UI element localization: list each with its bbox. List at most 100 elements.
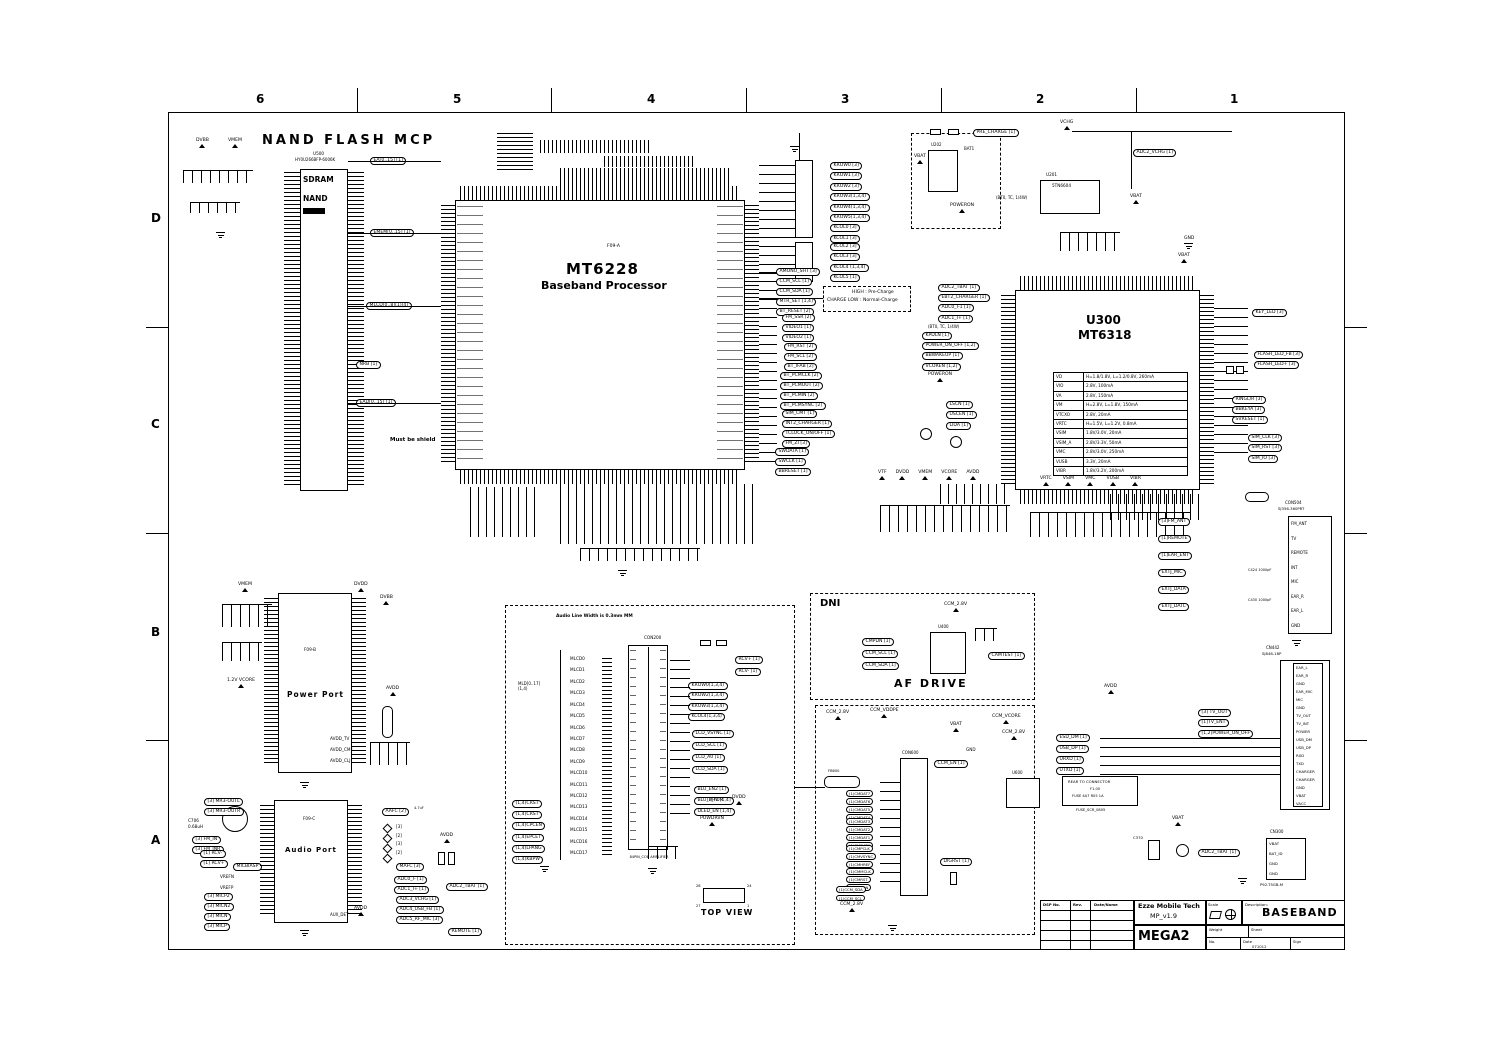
switch-diamonds [382, 823, 393, 863]
power-flag: AVDD [966, 470, 979, 480]
grid-tick [357, 88, 358, 112]
power-flag: VTF [878, 470, 887, 480]
net-callout: SWCLK [1] [775, 458, 807, 466]
version: MP_v1.9 [1150, 912, 1177, 920]
audio-callouts: [3] MICP2[3] MICN2[3] MICN[3] MICP [204, 893, 234, 931]
tb-company-cell [1134, 900, 1206, 925]
wire-bundle [670, 660, 690, 818]
net-callout: [3] MICP [204, 923, 231, 931]
pin-label: AVDD_CM1 [330, 747, 354, 753]
pin-field [604, 156, 694, 167]
net-callout: KCOL0 [3] [830, 224, 861, 233]
cpu-subtitle: Baseband Processor [541, 279, 667, 292]
switch-node [382, 833, 393, 843]
wire [348, 403, 441, 404]
fuse-box [1062, 776, 1138, 806]
net-callout: FM_RST [2] [784, 343, 817, 351]
resistor [700, 640, 711, 646]
net-callout: CCM_EN [1] [934, 760, 968, 768]
pin-label: BAT_ID [1269, 851, 1283, 856]
cap-note: C430 1000pF [1248, 598, 1272, 602]
pin-field [284, 172, 300, 488]
table-cell: VD [1054, 373, 1084, 382]
net-callout: RCV- [1] [735, 668, 761, 676]
net-callout: RINGL/R [3] [1232, 396, 1266, 404]
grid-col-label: 6 [256, 92, 265, 106]
keypad-callouts: KCOL2 [3]KCOL3 [3]KCOL4 (1,3,4)KCOL5 [1] [830, 243, 869, 283]
tb-header: DSP No. [1043, 902, 1061, 907]
power-flag: VSIM [1063, 476, 1074, 486]
tb-line [1290, 937, 1291, 950]
power-flag: AVDD [440, 833, 453, 843]
net-callout: (1,4)CRST [512, 811, 543, 820]
net-callout: DIGRST [1] [940, 858, 973, 866]
pin-label: MIC [1291, 579, 1299, 584]
pin-field [348, 805, 362, 917]
table-cell: VSIM [1054, 429, 1084, 438]
power-flag: CCM_2.8V [840, 902, 863, 912]
power-flag: VBAT [1172, 816, 1184, 826]
power-flag: VUSB [1106, 476, 1119, 486]
charger-ic [1040, 180, 1100, 214]
ic-part: 5TN6604 [1052, 183, 1072, 188]
transistor [920, 428, 932, 440]
signal-label: MLCD10 [570, 770, 588, 776]
signal-label: MLCD0 [570, 656, 585, 661]
table-cell: VSIM_A [1054, 438, 1084, 448]
switch-refs: [3][2][3][2] [396, 824, 402, 855]
wire-bundle [759, 165, 795, 277]
net-callout: CMPDN [1] [862, 638, 894, 646]
net-callout: KROW5(1,3,4) [830, 213, 870, 222]
pin-label: USB_DP [1296, 745, 1311, 750]
af-drive-label: AF DRIVE [894, 677, 968, 690]
net-callout: SVRESET [1] [1232, 416, 1268, 424]
net-callout: BT_IFAB [2] [784, 363, 818, 371]
table-cell: H=1.8/1.8V, L=1.2/0.8V, 260mA [1086, 374, 1154, 379]
inductor [1245, 492, 1269, 502]
grid-row-label: B [151, 625, 161, 639]
titleblock-left [1040, 900, 1134, 950]
net-callout: (1)CMRST [846, 876, 871, 883]
power-flag: VRTC [1040, 476, 1052, 486]
signal-label: MLCD16 [570, 838, 588, 844]
switch-node [382, 853, 393, 863]
net-callout: ADC0_I-1 [1] [938, 304, 975, 313]
pin-field [260, 805, 274, 917]
gnd-symbol [216, 232, 225, 238]
table-cell: 2.8V/3.0V, 250mA [1086, 449, 1125, 455]
date-value: 071012 [1252, 944, 1267, 949]
table-cell: 2.8V, 20mA [1086, 411, 1111, 417]
net-callout: (1)CMPCLK [846, 845, 873, 852]
pin-label: TV [1291, 535, 1297, 541]
cap-note: C424 1000pF [1248, 568, 1272, 572]
net-callout: LIDA [1] [946, 421, 972, 430]
connector-ref: CON504 [1285, 500, 1302, 505]
gnd-symbol [648, 868, 657, 874]
net-callout: SIM_CLK [3] [1248, 434, 1283, 442]
cpu-callouts: BT_PCMCLK [2]BT_PCMOUT [2]BT_PCMIN [2]BT… [780, 372, 826, 410]
net-callout: EXTJ_MIC [1158, 569, 1186, 577]
net-callout: FM_ZI [3] [782, 440, 811, 448]
net-callout: BT_PCMSYNC [2] [780, 402, 826, 410]
resistor [930, 129, 941, 135]
audio-port-label: Audio Port [285, 846, 337, 854]
camera-callouts: (1)CMPCLK(1)CMVSYNC(1)CMHREF [846, 845, 877, 868]
pin-field [457, 206, 483, 464]
wire-bundle [1100, 738, 1280, 776]
net-callout: MAFC [3] [396, 863, 424, 871]
wire-bundle [1214, 308, 1248, 458]
nand-ref: U500 [313, 151, 325, 156]
grid-col-label: 1 [1230, 92, 1239, 106]
top-view-label: TOP VIEW [701, 908, 754, 917]
signal-label: MLCD3 [570, 690, 585, 696]
pin-label: INT [1291, 564, 1298, 570]
pin-label: FM_ANT [1291, 521, 1307, 526]
resistor [948, 129, 959, 135]
ic-ref: U202 [931, 142, 942, 147]
camera-callouts: (1)CMDAT7(1)CMDAT6(1)CMDAT5(1)CMDAT4 [846, 790, 874, 821]
testpoint-label: TP_TDM [706, 798, 724, 803]
net-callout: VCOREN [1,2] [922, 362, 961, 371]
